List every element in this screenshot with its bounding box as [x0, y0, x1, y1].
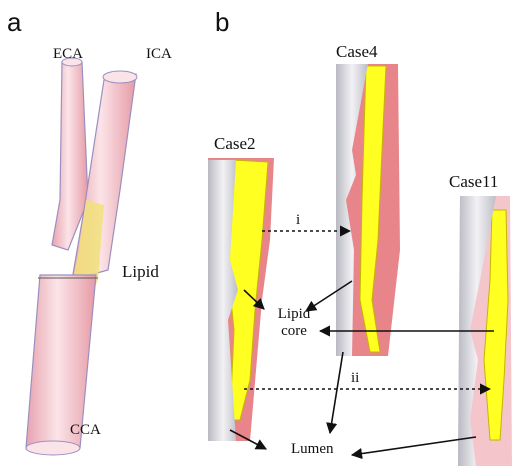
ica-label: ICA: [146, 46, 172, 63]
marker-i: i: [296, 212, 300, 229]
lumen-label: Lumen: [291, 441, 334, 458]
case4-section: [336, 64, 400, 356]
case2-section: [208, 158, 274, 441]
lipid-core-line2: core: [270, 323, 318, 340]
lumen-arrow-case11: [352, 437, 476, 455]
case2-title: Case2: [214, 134, 256, 154]
panel-a-letter: a: [7, 7, 21, 38]
panel-a-vessel: [26, 58, 137, 455]
panel-b-letter: b: [215, 7, 229, 38]
case4-title: Case4: [336, 42, 378, 62]
eca-label: ECA: [53, 46, 83, 63]
cca-opening: [26, 441, 80, 455]
cca-label: CCA: [70, 422, 101, 439]
marker-ii: ii: [351, 370, 359, 387]
lipid-core-label: Lipid core: [270, 306, 318, 340]
lipid-label: Lipid: [122, 262, 159, 282]
case11-title: Case11: [449, 172, 498, 192]
ica-opening: [103, 71, 137, 83]
lumen-arrow-case4: [330, 352, 343, 433]
lipid-core-line1: Lipid: [270, 306, 318, 323]
